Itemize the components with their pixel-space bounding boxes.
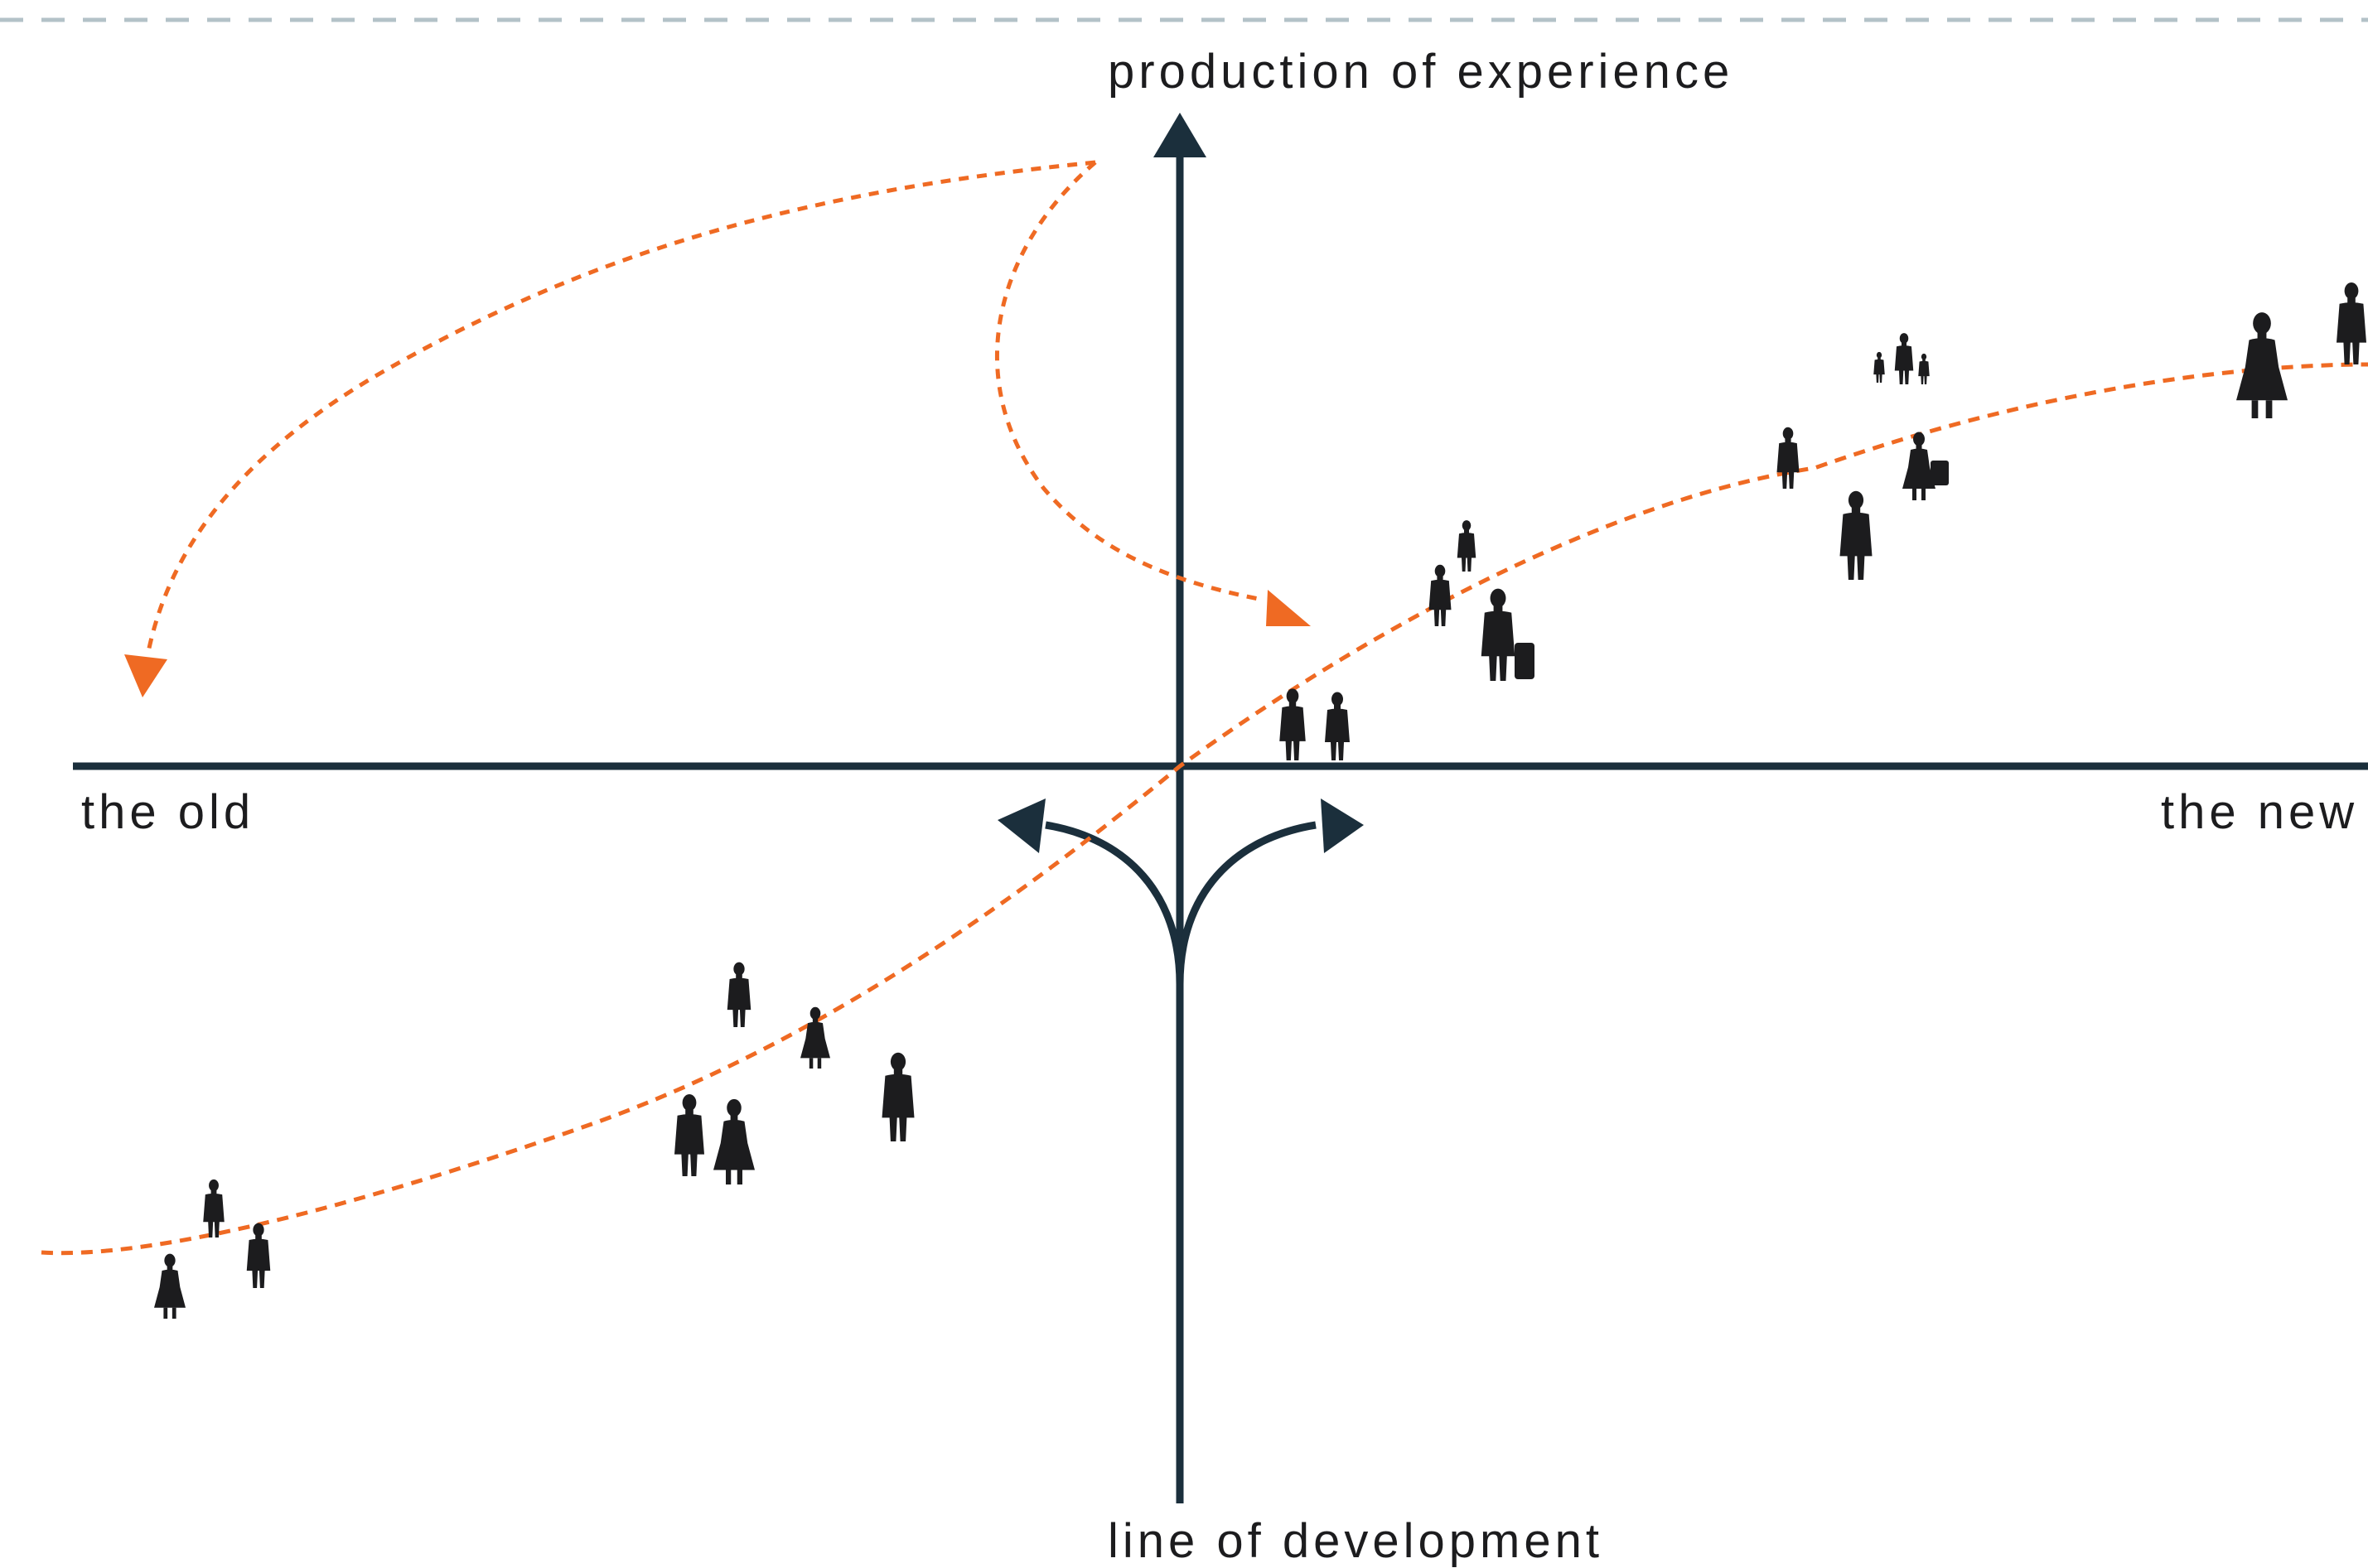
- development-s-curve: [41, 362, 2368, 1256]
- loop-arrow-old-head-icon: [124, 654, 167, 697]
- person-icon: [727, 962, 751, 1027]
- person-icon: [1428, 564, 1452, 626]
- child-icon: [1918, 353, 1930, 384]
- person-icon: [1776, 427, 1800, 489]
- person-icon: [2337, 282, 2366, 364]
- fork-left-arrow-head-icon: [998, 798, 1046, 853]
- person-icon: [1325, 692, 1350, 760]
- fork-right-arrow-head-icon: [1321, 798, 1364, 853]
- person-dress-icon: [713, 1098, 755, 1184]
- person-icon: [1839, 490, 1873, 580]
- people-silhouettes: [154, 282, 2366, 1319]
- person-icon: [246, 1223, 271, 1288]
- y-axis-bottom-label: line of development: [1108, 1514, 1603, 1568]
- person-icon: [1457, 520, 1476, 572]
- person-dress-icon: [2236, 312, 2288, 418]
- child-icon: [1873, 351, 1885, 383]
- person-icon: [882, 1052, 915, 1141]
- x-axis-right-label: the new: [2161, 785, 2359, 839]
- suitcase-icon: [1515, 643, 1534, 679]
- up-arrow-head-icon: [1153, 113, 1206, 157]
- person-icon: [154, 1253, 186, 1319]
- person-icon: [1481, 588, 1515, 681]
- person-icon: [1279, 688, 1306, 760]
- fork-arrow-left: [1045, 821, 1184, 985]
- y-axis-top-label: production of experience: [1108, 45, 1734, 99]
- person-icon: [1894, 333, 1914, 384]
- loop-arrow-to-new: [994, 161, 1264, 602]
- bag-icon: [1931, 461, 1949, 485]
- person-icon: [674, 1094, 704, 1176]
- loop-arrow-new-head-icon: [1266, 590, 1311, 626]
- x-axis-left-label: the old: [81, 785, 255, 839]
- person-icon: [203, 1179, 225, 1238]
- fork-arrow-right: [1176, 821, 1317, 985]
- loop-arrow-to-old: [145, 160, 1096, 657]
